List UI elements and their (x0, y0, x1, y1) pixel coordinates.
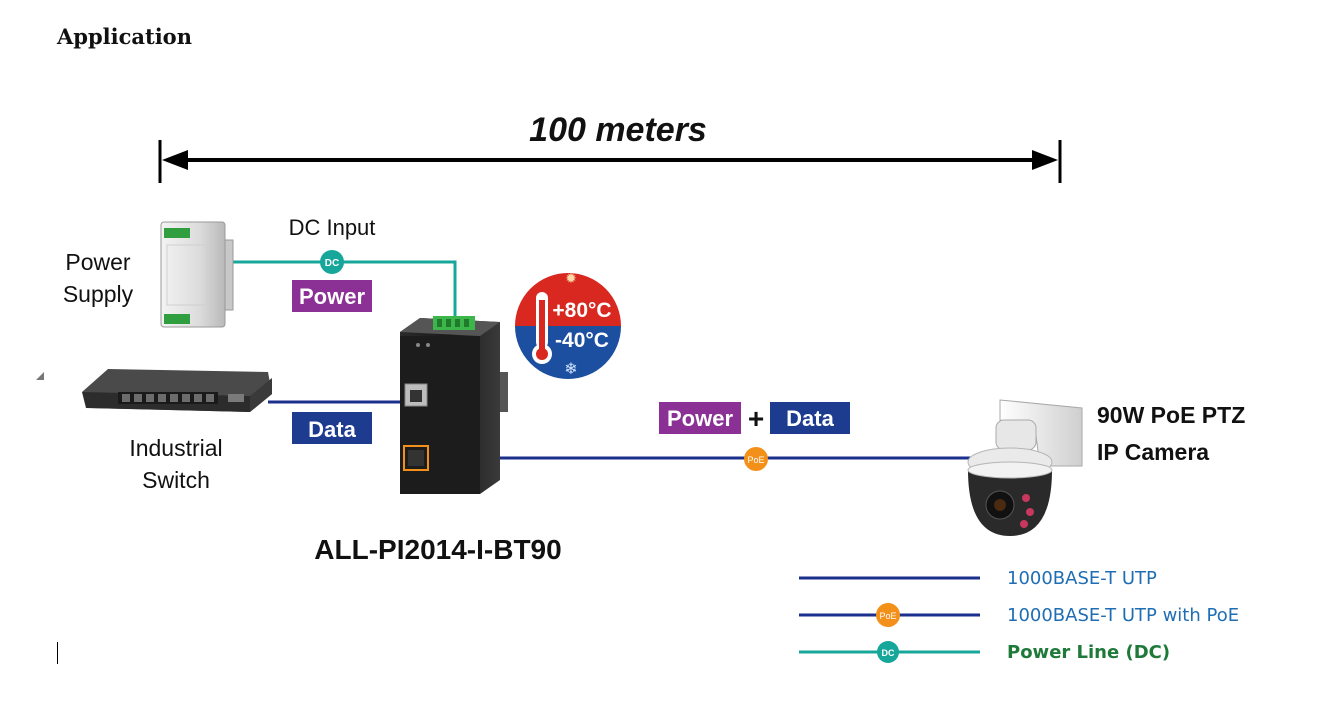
svg-text:+: + (748, 403, 764, 434)
svg-text:1000BASE-T UTP with PoE: 1000BASE-T UTP with PoE (1007, 605, 1239, 626)
svg-text:Power: Power (667, 406, 733, 431)
power-supply-label-1: Power (65, 249, 131, 275)
text-cursor (57, 642, 58, 664)
sun-icon: ✹ (565, 270, 577, 286)
page-heading: Application (57, 24, 192, 49)
power-tag: Power (292, 280, 372, 312)
power-supply-label-2: Supply (63, 281, 134, 307)
camera-label-2: IP Camera (1097, 439, 1209, 465)
dc-input-label: DC Input (289, 215, 376, 240)
power-plus-data-tag: Power + Data (659, 402, 850, 434)
switch-label-1: Industrial (129, 435, 222, 461)
switch-label-2: Switch (142, 467, 210, 493)
svg-text:1000BASE-T UTP: 1000BASE-T UTP (1007, 568, 1157, 589)
legend: 1000BASE-T UTP PoE 1000BASE-T UTP with P… (799, 568, 1239, 663)
data-tag: Data (292, 412, 372, 444)
camera-label-1: 90W PoE PTZ (1097, 402, 1245, 428)
temperature-badge: ✹ ❄ +80°C -40°C (513, 270, 623, 381)
distance-label: 100 meters (529, 111, 707, 149)
svg-text:DC: DC (882, 648, 895, 658)
dc-marker: DC (320, 250, 344, 274)
industrial-switch-image (82, 369, 272, 412)
injector-model-label: ALL-PI2014-I-BT90 (314, 534, 561, 565)
dc-power-line (230, 260, 457, 318)
legend-item-utp: 1000BASE-T UTP (799, 568, 1157, 589)
poe-injector-image (400, 316, 508, 494)
power-supply-image (160, 221, 234, 328)
svg-text:PoE: PoE (879, 611, 896, 621)
legend-item-power-line: DC Power Line (DC) (799, 641, 1170, 663)
svg-text:DC: DC (325, 258, 339, 269)
ptz-camera-image (967, 399, 1083, 536)
snowflake-icon: ❄ (564, 361, 577, 378)
temperature-high: +80°C (552, 299, 611, 322)
svg-text:Data: Data (786, 406, 834, 431)
svg-text:PoE: PoE (747, 455, 764, 465)
temperature-low: -40°C (555, 329, 609, 352)
corner-marker (36, 372, 44, 380)
legend-item-utp-poe: PoE 1000BASE-T UTP with PoE (799, 603, 1239, 627)
poe-marker: PoE (744, 447, 768, 471)
svg-text:Power: Power (299, 284, 365, 309)
svg-text:Data: Data (308, 417, 356, 442)
distance-arrow (158, 140, 1062, 183)
svg-text:Power Line (DC): Power Line (DC) (1007, 642, 1170, 663)
cables (230, 260, 972, 460)
